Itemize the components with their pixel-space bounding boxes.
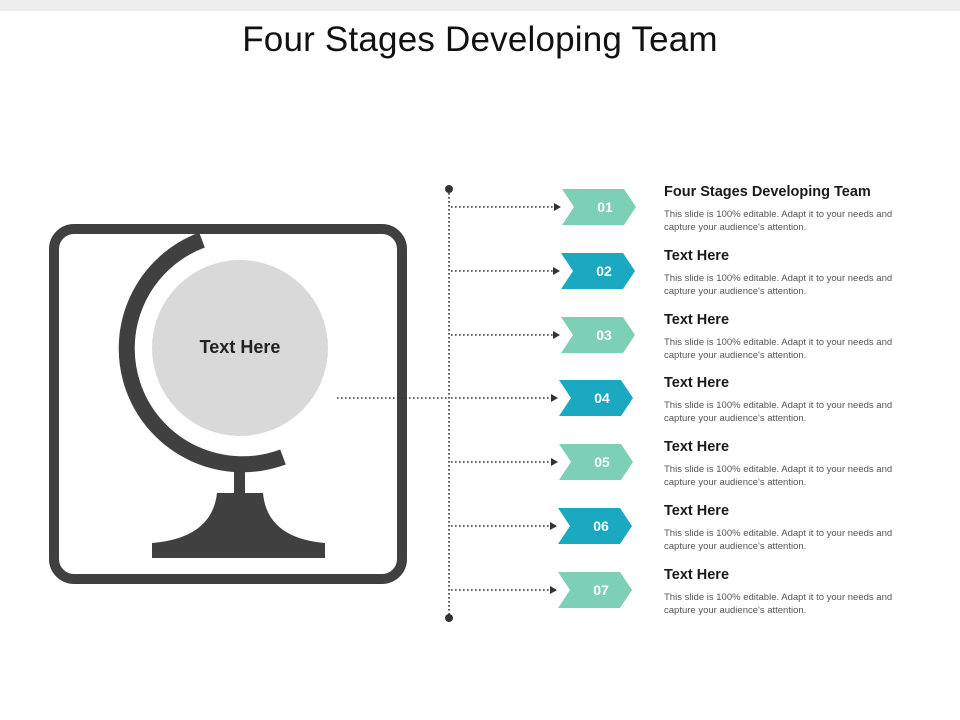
step-description-02: This slide is 100% editable. Adapt it to… (664, 273, 893, 297)
step-number-01: 01 (597, 199, 613, 215)
globe-meridian-arc (118, 232, 286, 473)
arrowhead-04 (551, 394, 558, 402)
step-description-07: This slide is 100% editable. Adapt it to… (664, 592, 893, 616)
step-chevron-04 (559, 380, 633, 416)
step-chevron-03 (561, 317, 635, 353)
step-number-05: 05 (594, 454, 610, 470)
step-chevron-07 (558, 572, 632, 608)
globe-sphere (152, 260, 328, 436)
step-description-05: This slide is 100% editable. Adapt it to… (664, 464, 893, 488)
step-description-01: This slide is 100% editable. Adapt it to… (664, 209, 893, 233)
page-title: Four Stages Developing Team (242, 20, 718, 59)
arrowhead-05 (551, 458, 558, 466)
arrowhead-06 (550, 522, 557, 530)
step-number-07: 07 (593, 582, 609, 598)
step-title-04: Text Here (664, 375, 730, 391)
step-chevron-01 (562, 189, 636, 225)
step-title-01: Four Stages Developing Team (664, 184, 871, 200)
step-number-04: 04 (594, 390, 610, 406)
globe-stand-neck (234, 466, 245, 496)
step-description-03: This slide is 100% editable. Adapt it to… (664, 337, 893, 361)
step-number-03: 03 (596, 327, 612, 343)
arrowhead-07 (550, 586, 557, 594)
step-chevron-02 (561, 253, 635, 289)
step-title-07: Text Here (664, 567, 730, 583)
step-number-06: 06 (593, 518, 609, 534)
timeline-top-dot (445, 185, 453, 193)
globe-stand-base (152, 493, 325, 558)
arrowhead-01 (554, 203, 561, 211)
step-number-02: 02 (596, 263, 612, 279)
step-description-04: This slide is 100% editable. Adapt it to… (664, 400, 893, 424)
step-chevron-05 (559, 444, 633, 480)
step-chevron-06 (558, 508, 632, 544)
top-bar (0, 0, 960, 11)
arrowhead-02 (553, 267, 560, 275)
step-description-06: This slide is 100% editable. Adapt it to… (664, 528, 893, 552)
globe-frame (49, 224, 407, 584)
step-title-02: Text Here (664, 248, 730, 264)
step-title-03: Text Here (664, 312, 730, 328)
globe-label: Text Here (199, 337, 281, 357)
step-title-05: Text Here (664, 439, 730, 455)
step-title-06: Text Here (664, 503, 730, 519)
timeline-bottom-dot (445, 614, 453, 622)
arrowhead-03 (553, 331, 560, 339)
